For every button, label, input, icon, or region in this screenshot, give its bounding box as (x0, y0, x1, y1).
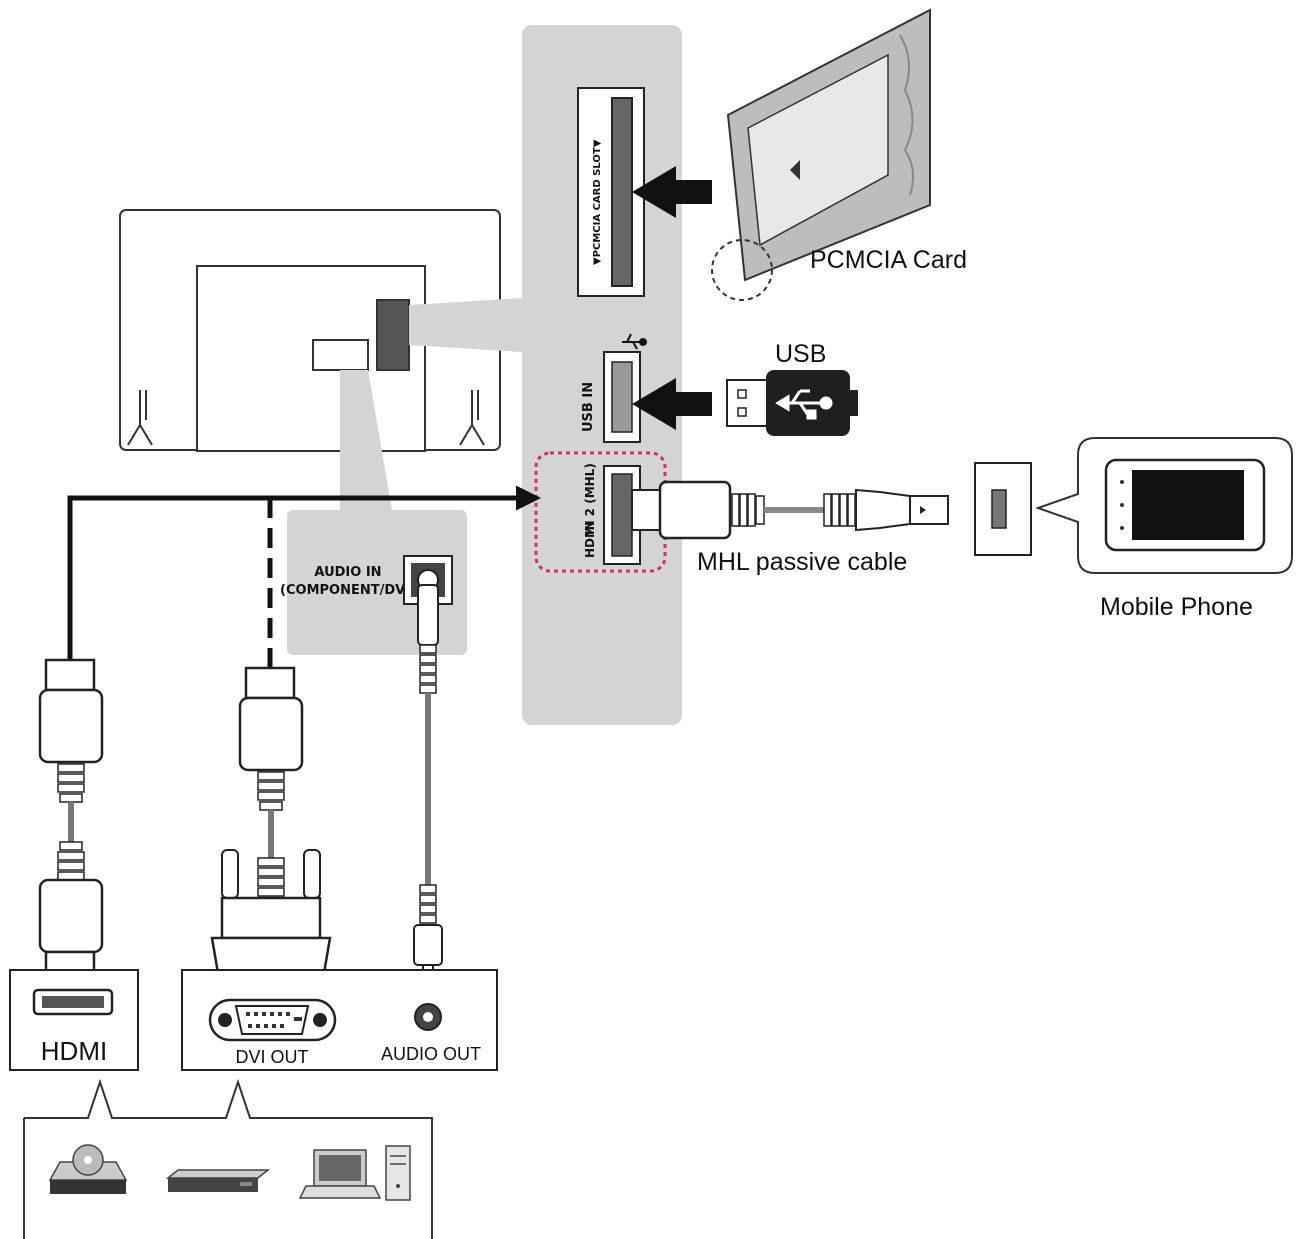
audio-out-port[interactable] (414, 1003, 442, 1031)
card-orientation-marker (711, 239, 773, 301)
pcmcia-card-icon (711, 8, 931, 301)
audio-in-label-line1: AUDIO IN (314, 565, 381, 580)
laptop-pc-icon (298, 1145, 411, 1201)
hdmi-signal-line (67, 485, 541, 660)
usb-label: USB (775, 340, 826, 368)
hdmi-cable (38, 658, 104, 988)
hdmi-output-box (9, 969, 139, 1071)
hdmi-port-label: HDMI (41, 1036, 107, 1066)
audio-panel-callout (340, 370, 392, 510)
hdmi-in-2-label: IN 2 (MHL) (583, 463, 597, 535)
usb-stick-icon (726, 370, 858, 436)
set-top-box-icon (165, 1169, 271, 1192)
mhl-cable (631, 480, 949, 540)
usb-in-port[interactable]: USB IN (581, 333, 647, 443)
pcmcia-card-label: PCMCIA Card (810, 246, 967, 274)
tv-back-icon (119, 209, 501, 452)
usb-in-label: USB IN (581, 382, 596, 432)
insert-card-arrow (632, 166, 712, 218)
source-devices-callout (23, 1078, 433, 1239)
mhl-cable-label: MHL passive cable (697, 548, 907, 576)
audio-out-label: AUDIO OUT (381, 1044, 481, 1064)
phone-port[interactable] (974, 462, 1032, 556)
mobile-phone-label: Mobile Phone (1100, 593, 1253, 621)
hdmi-in-2-mhl-port[interactable]: IN 2 (MHL) HDMI (534, 451, 667, 573)
mobile-phone-icon (1034, 437, 1293, 574)
insert-usb-arrow (632, 378, 712, 430)
hdmi-logo: HDMI (583, 522, 597, 558)
dvi-cable (210, 666, 332, 987)
dvi-out-label: DVI OUT (235, 1047, 308, 1067)
pcmcia-slot[interactable]: ▼PCMCIA CARD SLOT▼ (577, 87, 645, 297)
dvi-out-port[interactable] (208, 998, 337, 1042)
side-panel-callout (409, 298, 522, 352)
pcmcia-slot-label: ▼PCMCIA CARD SLOT▼ (592, 139, 603, 265)
disc-player-icon (48, 1144, 128, 1194)
usb-symbol-icon (622, 333, 647, 350)
audio-in-label-line2: (COMPONENT/DVI) (280, 583, 416, 598)
